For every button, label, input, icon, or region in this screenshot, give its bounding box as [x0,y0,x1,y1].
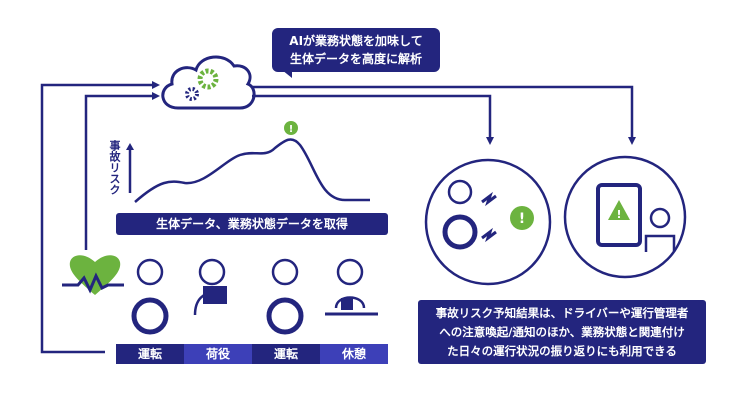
gear-icon [197,68,219,90]
peak-alert-icon [284,121,298,135]
loader-icon [198,258,226,286]
device-alert-circle [563,155,687,279]
driver-icon-alert [447,179,473,205]
driver-icon [136,258,164,286]
data-flow-line-inner [84,94,155,250]
cloud-to-device-line [252,85,634,140]
cloud-icon [161,55,256,110]
svg-text:!: ! [519,211,525,227]
cloud-callout: AIが業務状態を加味して 生体データを高度に解析 [272,28,440,72]
driver-alert-circle [424,158,552,286]
result-line-1: 事故リスク予知結果は、ドライバーや運行管理者 [435,306,689,320]
acquire-data-label: 生体データ、業務状態データを取得 [116,213,388,235]
resting-worker-icon [336,258,364,286]
activity-driving-1: 運転 [116,344,184,364]
result-line-2: への注意喚起/通知のほか、業務状態と関連付け [439,325,685,339]
driver-icon [271,258,299,286]
cloud-to-driver-line [252,94,492,140]
result-description: 事故リスク予知結果は、ドライバーや運行管理者 への注意喚起/通知のほか、業務状態… [418,300,706,364]
tablet-icon [596,183,642,247]
callout-line-2: 生体データを高度に解析 [289,52,422,66]
signal-icon [481,191,497,243]
worker-icons [131,179,676,335]
activity-rest: 休憩 [320,344,388,364]
result-line-3: た日々の運行状況の振り返りにも利用できる [447,344,677,358]
svg-text:!: ! [616,208,621,221]
alert-badge-icon [510,206,534,230]
gear-icon-small [185,87,199,101]
svg-text:!: ! [289,124,294,135]
activity-loading: 荷役 [184,344,252,364]
manager-icon [649,207,671,229]
data-flow-line-outer [40,83,155,354]
activity-driving-2: 運転 [252,344,320,364]
callout-line-1: AIが業務状態を加味して [289,34,423,48]
risk-axis-label: 事故リスク [108,140,121,195]
warning-icon [608,200,630,220]
risk-curve [134,138,370,203]
